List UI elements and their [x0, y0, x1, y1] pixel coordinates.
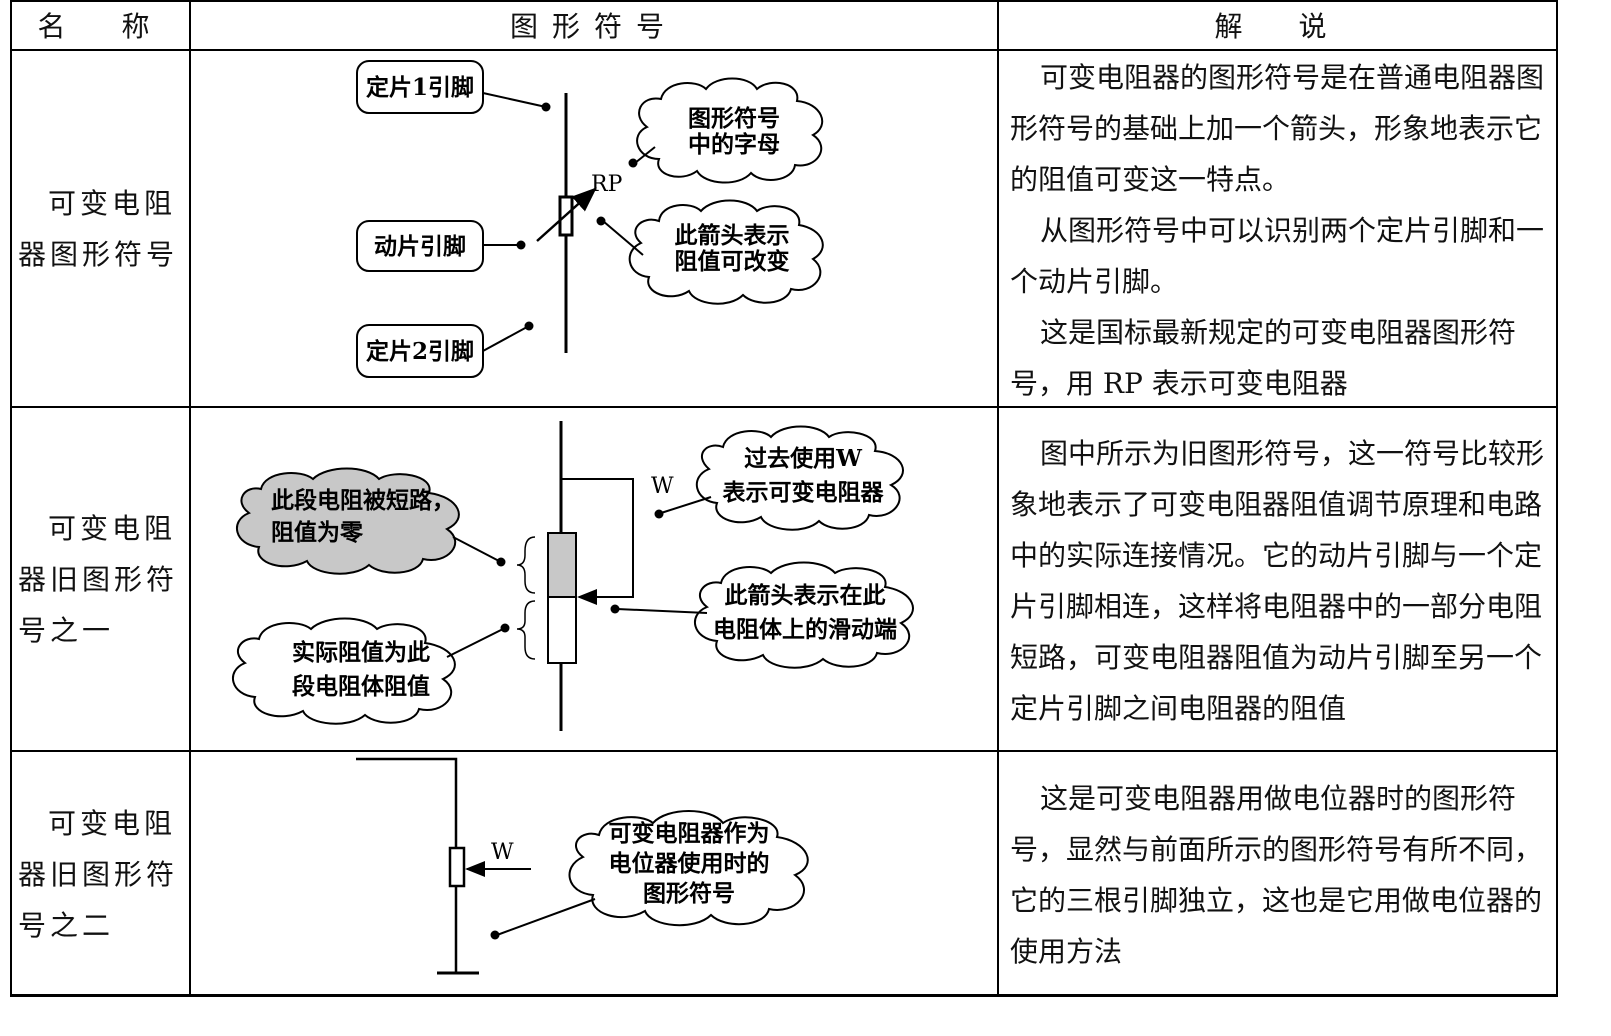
row1-desc-p3: 这是国标最新规定的可变电阻器图形符号，用 RP 表示可变电阻器	[1010, 316, 1517, 400]
pot-symbol-label: W	[491, 840, 514, 865]
row1-desc-p1: 可变电阻器的图形符号是在普通电阻器图形符号的基础上加一个箭头，形象地表示它的阻值…	[1010, 61, 1545, 196]
cloud-arrow-line2: 阻值可改变	[675, 248, 790, 275]
row2-diagram: W 过去使用W 表示可变电阻器 此段电阻被短路， 阻值为零 此箭头表示在此 电阻…	[232, 421, 914, 731]
cloud-slider-line1: 此箭头表示在此	[725, 582, 886, 609]
table-border-right	[1556, 0, 1558, 997]
cloud-pot-line1: 可变电阻器作为	[609, 820, 770, 847]
row3-desc-p1: 这是可变电阻器用做电位器时的图形符号，显然与前面所示的图形符号有所不同，它的三根…	[1010, 782, 1543, 968]
header-symbol: 图形符号	[509, 10, 678, 43]
header-divider	[10, 49, 1558, 51]
col-divider-2	[997, 0, 999, 997]
cloud-actual	[232, 617, 456, 725]
row3-name: 可变电阻器旧图形符号之二	[18, 807, 179, 942]
label-fixed-pin-1: 定片1引脚	[366, 74, 474, 101]
cloud-pot-line3: 图形符号	[643, 880, 735, 907]
cloud-actual-line2: 段电阻体阻值	[292, 673, 430, 700]
cloud-arrow	[628, 199, 824, 305]
cloud-slider	[694, 561, 914, 669]
table-border-left	[10, 0, 12, 997]
cloud-past-w-line2: 表示可变电阻器	[723, 479, 885, 506]
cloud-arrow-line1: 此箭头表示	[675, 222, 790, 249]
rp-arrow	[536, 187, 597, 242]
w-resistor-shorted	[547, 532, 577, 598]
row1-name: 可变电阻器图形符号	[18, 187, 179, 271]
row1-desc-p2: 从图形符号中可以识别两个定片引脚和一个动片引脚。	[1010, 214, 1545, 298]
label-fixed-pin-2: 定片2引脚	[366, 338, 474, 365]
row1-diagram: RP 定片1引脚 动片引脚 定片2引脚 图形符号 中的字母 此箭头	[356, 60, 824, 378]
row3-desc: 这是可变电阻器用做电位器时的图形符号，显然与前面所示的图形符号有所不同，它的三根…	[1010, 773, 1550, 977]
cloud-actual-line1: 实际阻值为此	[292, 639, 430, 666]
w-resistor-active	[547, 596, 577, 664]
row2-desc: 图中所示为旧图形符号，这一符号比较形象地表示了可变电阻器阻值调节原理和电路中的实…	[1010, 428, 1550, 734]
cloud-shorted-line2: 阻值为零	[271, 519, 364, 546]
cloud-pot-line2: 电位器使用时的	[609, 850, 770, 877]
header-name: 名 称	[37, 10, 164, 43]
cloud-letter-line2: 中的字母	[688, 131, 780, 158]
cloud-past-w-line1: 过去使用W	[744, 445, 863, 472]
table-border-top	[10, 0, 1558, 2]
cloud-letter-line1: 图形符号	[688, 105, 780, 132]
label-wiper-pin: 动片引脚	[374, 233, 466, 260]
rp-symbol-label: RP	[591, 172, 623, 197]
pot-resistor-body	[448, 846, 466, 888]
w-symbol-label: W	[651, 474, 674, 499]
header-desc: 解 说	[1214, 10, 1341, 43]
cloud-shorted-line1: 此段电阻被短路，	[271, 487, 455, 514]
row2-desc-p1: 图中所示为旧图形符号，这一符号比较形象地表示了可变电阻器阻值调节原理和电路中的实…	[1010, 437, 1545, 725]
col-divider-1	[189, 0, 191, 997]
row2-name: 可变电阻器旧图形符号之一	[18, 512, 179, 647]
row3-diagram: W 可变电阻器作为 电位器使用时的 图形符号	[356, 757, 809, 975]
cloud-pot	[568, 810, 809, 927]
cloud-slider-line2: 电阻体上的滑动端	[713, 616, 897, 643]
symbol-diagrams: RP 定片1引脚 动片引脚 定片2引脚 图形符号 中的字母 此箭头	[232, 60, 914, 975]
row-divider-2	[10, 750, 1558, 752]
cloud-shorted	[236, 467, 460, 575]
row1-desc: 可变电阻器的图形符号是在普通电阻器图形符号的基础上加一个箭头，形象地表示它的阻值…	[1010, 52, 1550, 409]
table-border-bottom	[10, 994, 1558, 997]
row-divider-1	[10, 406, 1558, 408]
